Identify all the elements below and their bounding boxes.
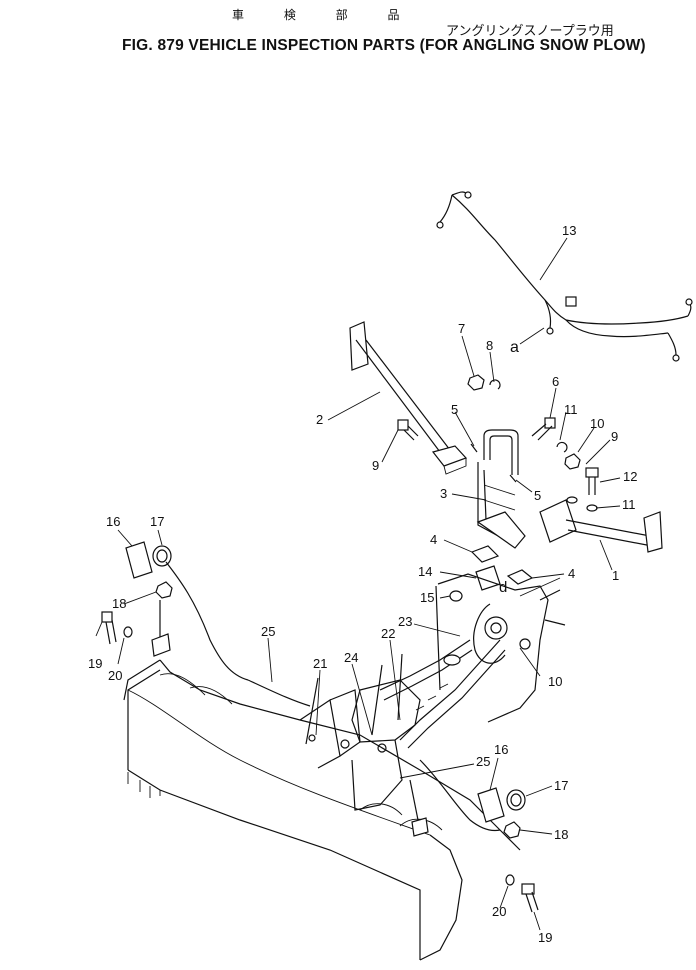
callout-22: 22	[381, 626, 395, 641]
callout-17-right: 17	[554, 778, 568, 793]
callout-10-bottom: 10	[548, 674, 562, 689]
washer-9-right	[566, 496, 578, 504]
shims	[470, 545, 534, 585]
callout-8: 8	[486, 338, 493, 353]
callout-d: d	[499, 579, 507, 596]
callout-13: 13	[562, 223, 576, 238]
callout-19-left: 19	[88, 656, 102, 671]
callout-4-right: 4	[568, 566, 575, 581]
nut-10-top	[564, 453, 581, 470]
callout-5-bottom: 5	[534, 488, 541, 503]
callout-11-right: 11	[622, 497, 636, 512]
callout-a: a	[510, 339, 519, 356]
figure-title: FIG. 879 VEHICLE INSPECTION PARTS (FOR A…	[122, 37, 646, 54]
callout-21: 21	[313, 656, 327, 671]
callout-5-top: 5	[451, 402, 458, 417]
callout-3: 3	[440, 486, 447, 501]
callout-23: 23	[398, 614, 412, 629]
callout-14: 14	[418, 564, 432, 579]
washer-11-right	[586, 504, 598, 512]
callout-20-left: 20	[108, 668, 122, 683]
callout-25-left: 25	[261, 624, 275, 639]
callout-9-right: 9	[611, 429, 618, 444]
mirror-stay-right	[539, 499, 663, 553]
screws-5	[470, 443, 517, 483]
callout-labels: 13 a 7 8 6 2 9 5 5 11 10 9 12 11 3 4 4 1…	[88, 223, 637, 945]
washer-11-top	[556, 441, 568, 453]
callout-1: 1	[612, 568, 619, 583]
nut-7	[467, 374, 485, 391]
callout-7: 7	[458, 321, 465, 336]
bolt-6	[531, 417, 556, 441]
callout-11-top: 11	[564, 402, 578, 417]
mirror-stay-left	[349, 321, 468, 475]
fasteners	[397, 374, 599, 512]
callout-15: 15	[420, 590, 434, 605]
bolt-12	[585, 467, 599, 495]
callout-19-right: 19	[538, 930, 552, 945]
washer-8	[489, 379, 501, 390]
lamp-parts	[449, 565, 501, 602]
callout-2: 2	[316, 412, 323, 427]
callout-6: 6	[552, 374, 559, 389]
leader-lines	[95, 237, 621, 931]
bolt-9-left	[397, 419, 419, 441]
callout-25-right: 25	[476, 754, 490, 769]
japanese-title: 車 検 部 品	[232, 8, 418, 22]
wiring-harness	[436, 191, 693, 362]
plow-frame	[299, 573, 566, 811]
callout-20-right: 20	[492, 904, 506, 919]
marker-assembly-left	[101, 541, 311, 707]
callout-18-right: 18	[554, 827, 568, 842]
callout-18-left: 18	[112, 596, 126, 611]
callout-12: 12	[623, 469, 637, 484]
callout-10-top: 10	[590, 416, 604, 431]
callout-17-left: 17	[150, 514, 164, 529]
marker-assembly-right	[409, 759, 539, 913]
callout-16-right: 16	[494, 742, 508, 757]
japanese-subtitle: アングリングスノープラウ用	[446, 24, 614, 39]
bracket	[476, 429, 526, 549]
callout-24: 24	[344, 650, 358, 665]
callout-4-left: 4	[430, 532, 437, 547]
callout-16-left: 16	[106, 514, 120, 529]
callout-9-left: 9	[372, 458, 379, 473]
